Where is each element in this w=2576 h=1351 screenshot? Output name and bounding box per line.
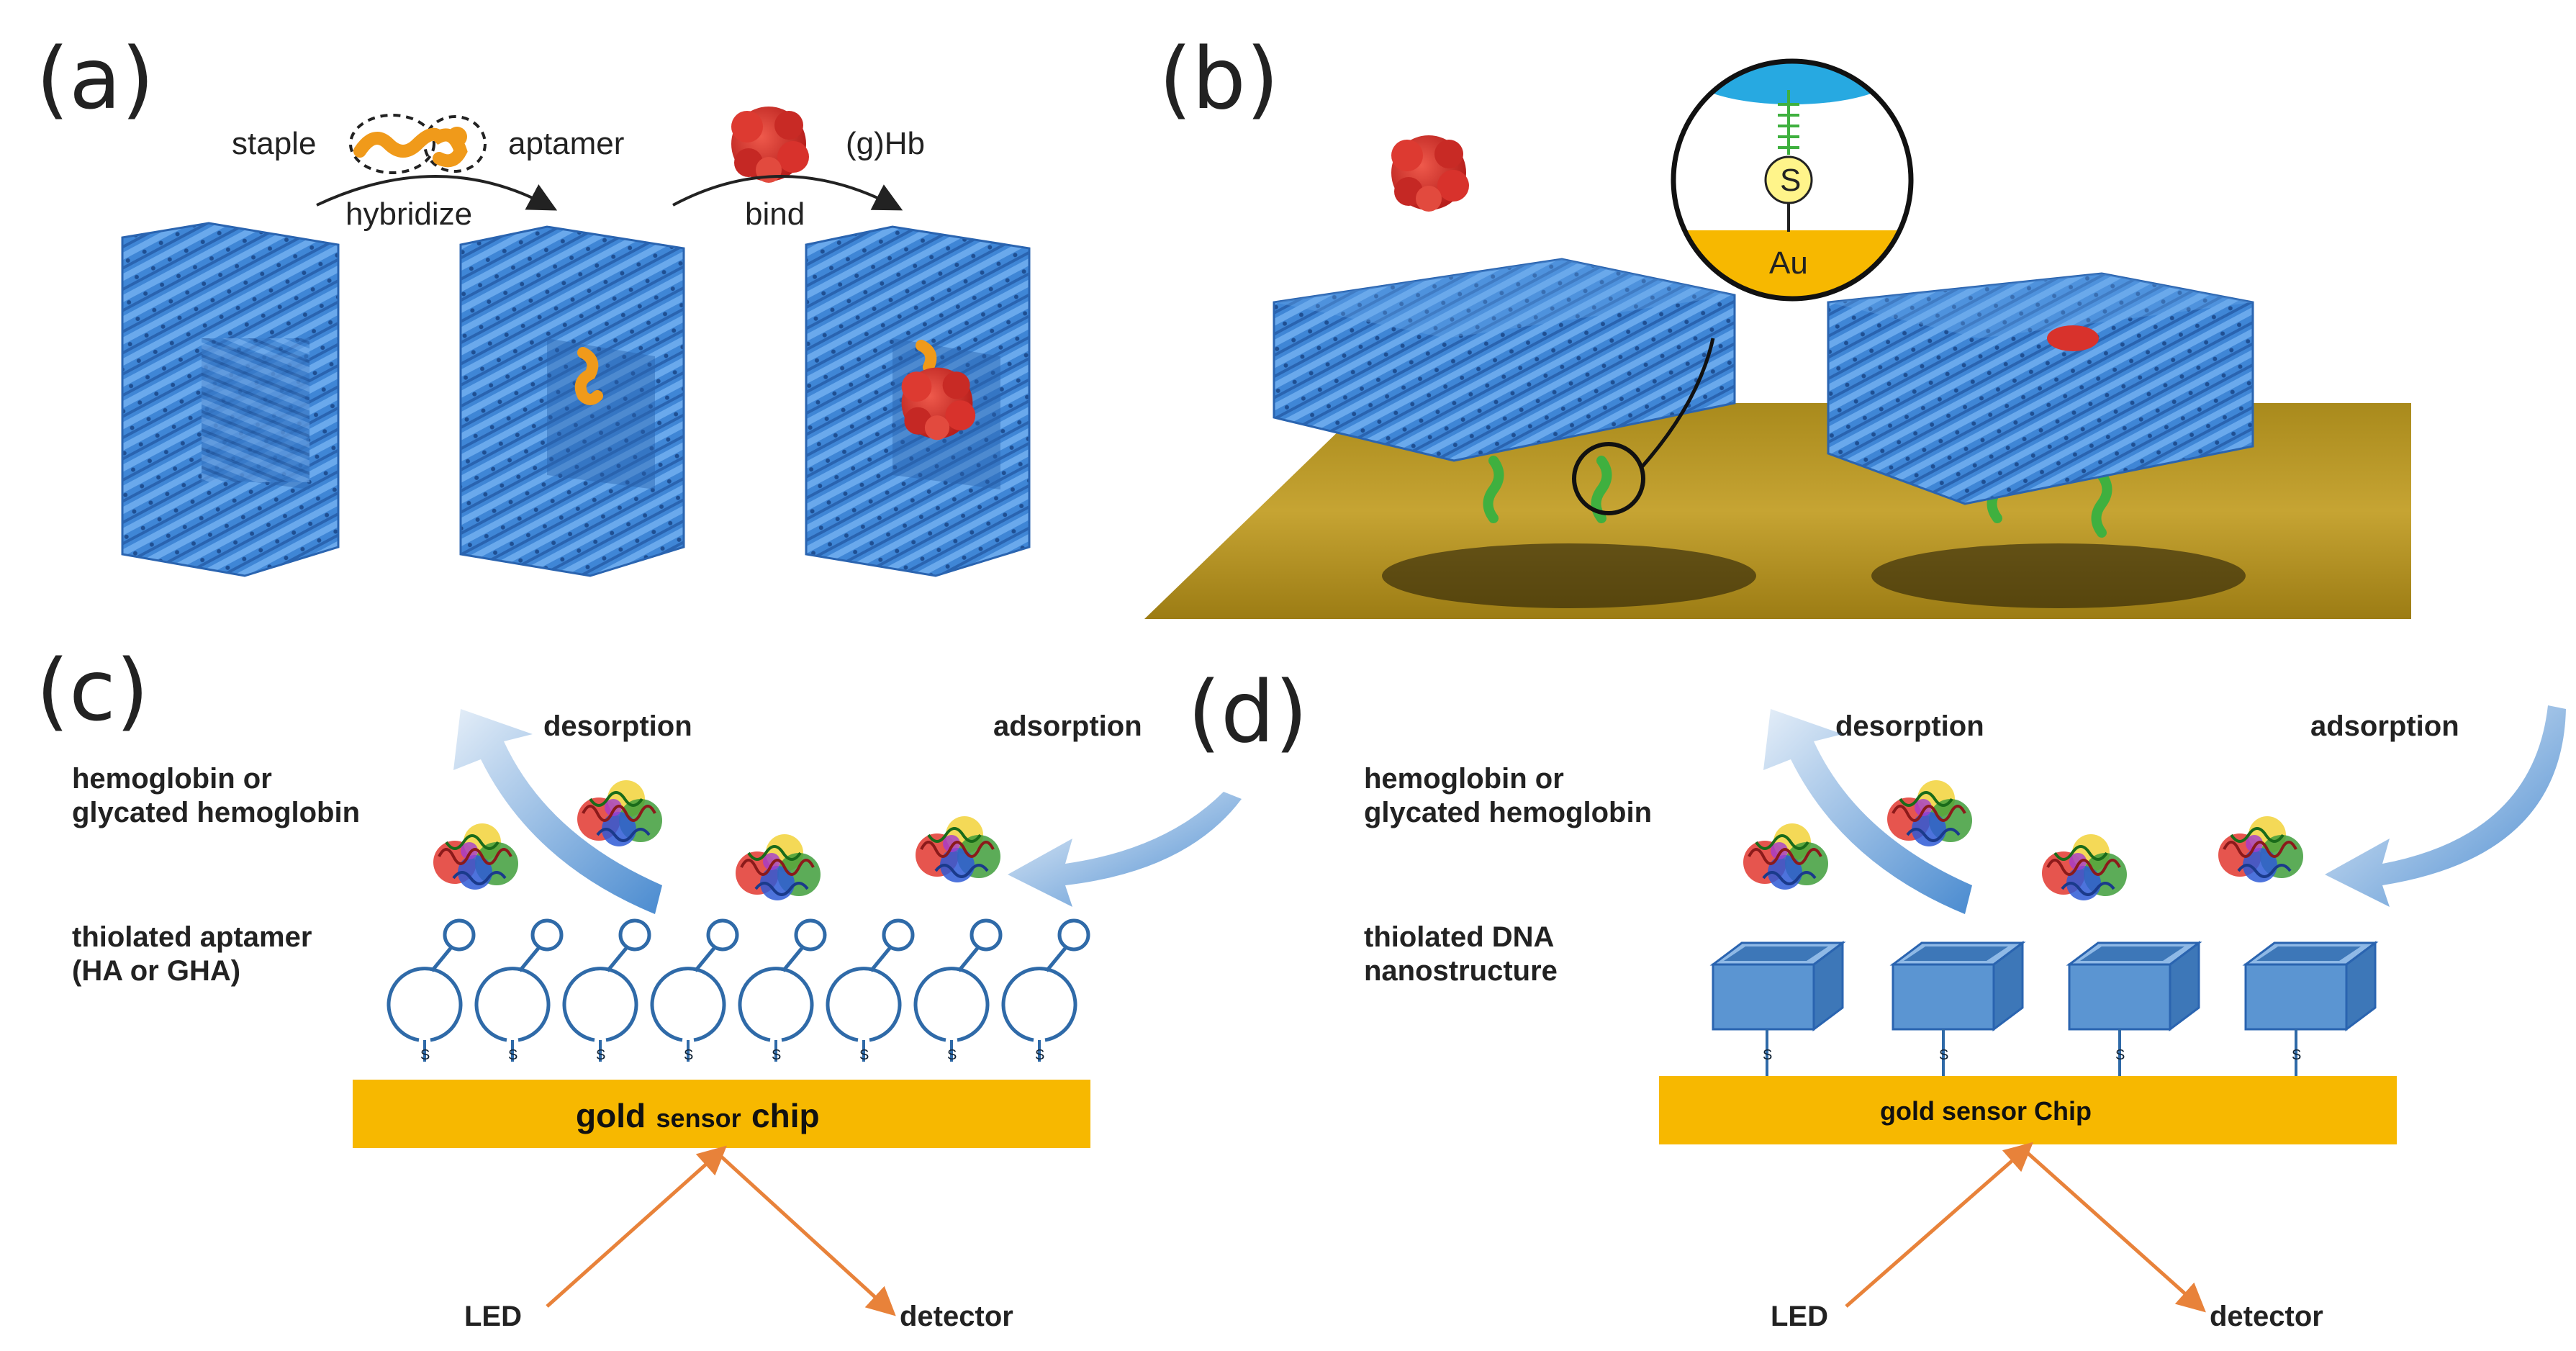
adsorption-arrow-icon: [1008, 792, 1242, 907]
bind-label: bind: [745, 196, 805, 232]
thiol-label: S: [1780, 163, 1801, 198]
dna-box-icon: [1709, 941, 1846, 1031]
dna-box-icon: [1889, 941, 2026, 1031]
gold-label: Au: [1769, 245, 1808, 281]
adsorption-label: adsorption: [993, 710, 1142, 742]
led-label: LED: [464, 1301, 522, 1332]
ghb-label: (g)Hb: [846, 126, 925, 161]
dna-origami-icon: [121, 222, 340, 577]
svg-text:S: S: [2292, 1047, 2301, 1063]
dna-origami-icon: [1273, 258, 1736, 462]
svg-text:S: S: [772, 1047, 781, 1063]
chip-label: gold sensor Chip: [1880, 1096, 2092, 1126]
svg-text:S: S: [684, 1047, 693, 1063]
desorption-label: desorption: [543, 710, 692, 742]
led-beam-icon: [546, 1145, 727, 1308]
dna-box-icon: [2066, 941, 2202, 1031]
detector-label: detector: [2210, 1301, 2323, 1332]
panel-d: (d) desorption adsorption hemoglobin or …: [1188, 662, 2566, 1332]
svg-text:S: S: [947, 1047, 957, 1063]
staple-aptamer-icon: [349, 114, 487, 174]
panel-d-label: (d): [1188, 662, 1308, 762]
thiol-labels: S S S S S S S S: [420, 1047, 1044, 1063]
zoom-circle: [1572, 442, 1645, 515]
aptamer-label: aptamer: [508, 126, 624, 161]
probe-label-2: nanostructure: [1364, 955, 1558, 987]
ghb-floating-icon: [1391, 135, 1469, 212]
gold-sensor-chip: [1659, 1076, 2397, 1144]
hemoglobin-label-2: glycated hemoglobin: [72, 797, 360, 828]
led-beam-icon: [1845, 1142, 2034, 1308]
panel-c: (c) desorption adsorption hemoglobin or …: [36, 641, 1242, 1332]
panel-a: (a) staple aptamer hybridize (g)Hb bind: [36, 29, 1031, 577]
hemoglobin-label-1: hemoglobin or: [1364, 763, 1564, 795]
svg-text:S: S: [1035, 1047, 1044, 1063]
aptamer-array: [389, 921, 1088, 1062]
led-label: LED: [1771, 1301, 1828, 1332]
bind-arrow-icon: [672, 175, 903, 211]
svg-text:S: S: [508, 1047, 518, 1063]
desorption-arrow-icon: [1763, 709, 1972, 914]
hybridize-arrow-icon: [316, 175, 558, 211]
svg-text:S: S: [420, 1047, 430, 1063]
desorption-arrow-icon: [453, 709, 662, 914]
svg-text:S: S: [1939, 1047, 1948, 1063]
dna-origami-icon: [1827, 272, 2254, 505]
thiol-labels: S S S S: [1763, 1047, 2301, 1063]
detector-beam-icon: [718, 1154, 896, 1316]
chip-label: gold sensor chip: [576, 1097, 820, 1134]
probe-label-1: thiolated aptamer: [72, 921, 312, 953]
staple-label: staple: [232, 126, 316, 161]
dna-box-icon: [2242, 941, 2379, 1031]
panel-a-label: (a): [36, 29, 154, 128]
hybridize-label: hybridize: [345, 196, 472, 232]
detector-beam-icon: [2025, 1150, 2206, 1313]
probe-label-2: (HA or GHA): [72, 955, 240, 987]
gold-sensor-chip: [353, 1080, 1090, 1148]
svg-text:S: S: [859, 1047, 869, 1063]
svg-text:S: S: [2115, 1047, 2125, 1063]
svg-text:S: S: [1763, 1047, 1772, 1063]
panel-c-label: (c): [36, 641, 149, 740]
desorption-label: desorption: [1835, 710, 1984, 742]
adsorption-arrow-icon: [2325, 705, 2566, 907]
svg-text:S: S: [596, 1047, 605, 1063]
detector-label: detector: [900, 1301, 1013, 1332]
dna-origami-icon: [805, 225, 1031, 577]
dna-origami-icon: [459, 225, 685, 577]
panel-b: (b): [1144, 29, 2411, 619]
hemoglobin-label-1: hemoglobin or: [72, 763, 272, 795]
probe-label-1: thiolated DNA: [1364, 921, 1554, 953]
adsorption-label: adsorption: [2310, 710, 2459, 742]
ghb-icon: [731, 107, 809, 183]
panel-b-label: (b): [1159, 29, 1279, 128]
dna-box-array: [1709, 941, 2379, 1076]
hemoglobin-label-2: glycated hemoglobin: [1364, 797, 1652, 828]
